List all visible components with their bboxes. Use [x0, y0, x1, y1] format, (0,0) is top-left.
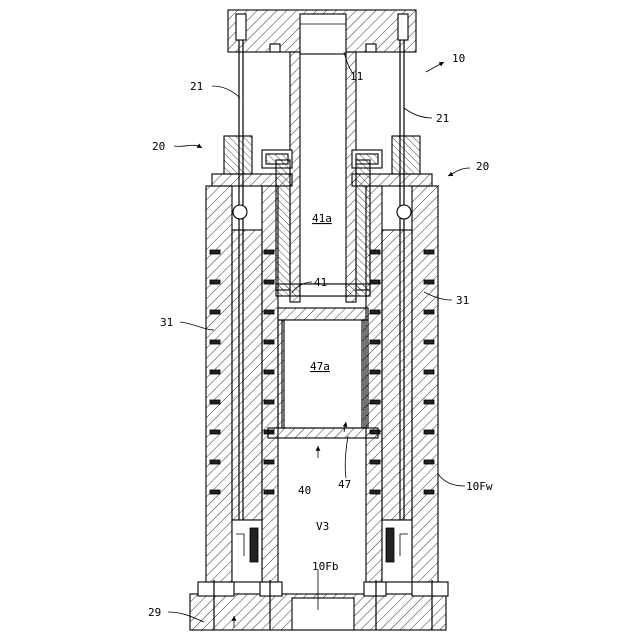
label-31-left: 31: [160, 316, 173, 329]
label-47: 47: [338, 478, 351, 491]
label-21-right: 21: [436, 112, 449, 125]
label-21-left: 21: [190, 80, 203, 93]
label-41: 41: [314, 276, 327, 289]
label-47a: 47a: [310, 360, 330, 373]
top-plate: [228, 10, 416, 54]
label-31-right: 31: [456, 294, 469, 307]
guide-rods: [239, 40, 404, 150]
label-10Fw: 10Fw: [466, 480, 493, 493]
container-47: [268, 308, 378, 438]
label-10Fb: 10Fb: [312, 560, 339, 573]
label-29: 29: [148, 606, 161, 619]
label-40: 40: [298, 484, 311, 497]
label-V3: V3: [316, 520, 329, 533]
label-41a: 41a: [312, 212, 332, 225]
central-shaft: [290, 52, 356, 302]
label-11: 11: [350, 70, 363, 83]
label-20-right: 20: [476, 160, 489, 173]
base-plate: [190, 580, 448, 630]
label-10: 10: [452, 52, 465, 65]
label-20-left: 20: [152, 140, 165, 153]
